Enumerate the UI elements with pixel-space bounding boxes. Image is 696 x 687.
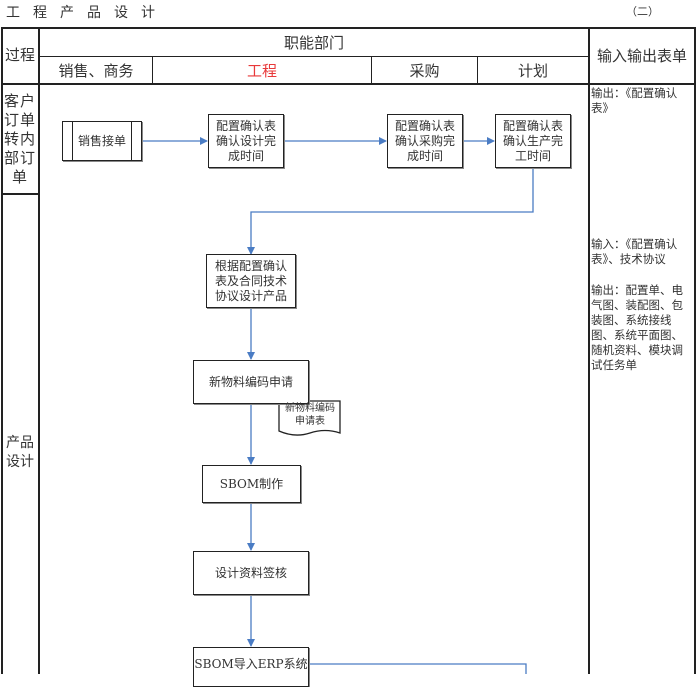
node-new-material-form: 新物料编码申请表 [285,403,335,427]
node-label: SBOM制作 [219,476,284,491]
node-design-signoff: 设计资料签核 [193,551,309,595]
predefined-process-bar-left [72,122,73,160]
node-sbom-creation: SBOM制作 [202,465,301,503]
node-label: 配置确认表确认生产完工时间 [502,118,563,163]
node-label: 根据配置确认表及合同技术协议设计产品 [214,258,287,303]
table-right-border [694,27,696,674]
edge-n9-out [308,663,527,674]
dept-sales: 销售、商务 [58,62,134,80]
io-note-design-input: 输入：《配置确认表》、技术协议 [591,237,678,266]
node-label: 配置确认表确认设计完成时间 [215,118,276,163]
dept-purchasing: 采购 [409,62,440,80]
dept-divider-2 [371,56,372,84]
node-label: 销售接单 [77,133,126,148]
document-shape-n6doc [278,400,341,436]
dept-header-divider [39,56,589,57]
node-confirm-production-time: 配置确认表确认生产完工时间 [495,114,571,168]
io-column-border [588,27,590,674]
page-marker: （二） [626,5,659,18]
node-new-material-code: 新物料编码申请 [193,360,309,404]
process-column-border [38,27,40,674]
dept-divider-3 [477,56,478,84]
node-label: 设计资料签核 [214,565,287,580]
departments-header: 职能部门 [283,34,344,52]
node-confirm-purchase-time: 配置确认表确认采购完成时间 [387,114,463,168]
predefined-process-bar-right [131,122,132,160]
edge-n4-n5 [247,168,534,255]
node-label: 新物料编码申请 [208,374,293,389]
node-sbom-import-erp: SBOM导入ERP系统 [193,647,309,687]
node-sales-order: 销售接单 [62,121,142,161]
dept-engineering: 工程 [246,62,277,80]
io-header: 输入输出表单 [596,47,687,65]
node-confirm-design-time: 配置确认表确认设计完成时间 [208,114,284,168]
table-left-border [1,27,3,674]
node-design-product: 根据配置确认表及合同技术协议设计产品 [206,254,296,308]
io-note-design-output: 输出：配置单、电气图、装配图、包装图、系统接线图、系统平面图、随机资料、模块调试… [591,283,683,372]
node-label: SBOM导入ERP系统 [194,657,308,671]
stage-label-order: 客户订单转内部订单 [4,92,37,186]
node-label: 配置确认表确认采购完成时间 [394,118,455,163]
header-bottom-border [1,83,695,85]
stage-divider [1,193,39,195]
process-header: 过程 [4,46,35,64]
document-title: 工程产品设计 [6,5,168,21]
io-note-order-output: 输出：《配置确认表》 [591,86,678,115]
table-top-border [1,27,695,29]
dept-planning: 计划 [517,62,548,80]
stage-label-design: 产品设计 [6,435,34,470]
dept-divider-1 [152,56,153,84]
